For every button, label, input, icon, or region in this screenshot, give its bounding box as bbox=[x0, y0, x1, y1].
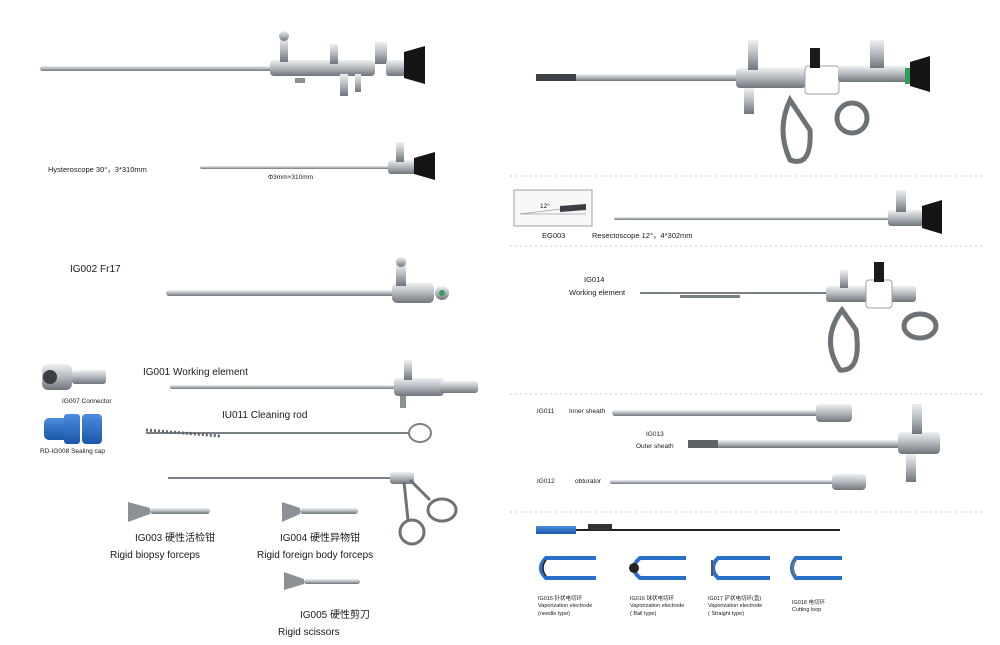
ig017-caption: IG017 铲状电切环(直) Vaporization electrode ( … bbox=[708, 596, 762, 618]
ig002-label: IG002 Fr17 bbox=[70, 264, 121, 275]
hysteroscope-dimension: Φ3mm×310mm bbox=[268, 174, 314, 181]
ig015-line3: (needle type) bbox=[538, 610, 571, 617]
ig001-label: IG001 Working element bbox=[143, 367, 248, 378]
ig011-code: IG011 bbox=[537, 408, 555, 415]
ig013-label: Outer sheath bbox=[636, 443, 674, 450]
ig008-sealing-cap-image bbox=[44, 414, 102, 444]
electrode-shaft-image bbox=[536, 524, 840, 534]
ig003-biopsy-forceps-image bbox=[128, 502, 210, 522]
ig005-code: IG005 硬性剪刀 bbox=[300, 610, 371, 621]
ig015-electrode-image bbox=[539, 556, 596, 580]
ig017-electrode-image bbox=[711, 556, 770, 580]
ig016-electrode-image bbox=[629, 556, 686, 580]
ig014-code: IG014 bbox=[584, 275, 605, 284]
ig012-code: IG012 bbox=[537, 478, 555, 485]
ig016-line2: Vaporization electrode bbox=[630, 603, 685, 610]
eg003-resectoscope-image bbox=[614, 190, 942, 234]
ig016-caption: IG016 球状电切环 Vaporization electrode ( Bal… bbox=[630, 596, 684, 618]
ig017-line1: IG017 铲状电切环(直) bbox=[708, 596, 762, 602]
forceps-handle-image bbox=[168, 472, 458, 546]
eg003-tip-inset bbox=[513, 189, 593, 227]
ig015-line2: Vaporization electrode bbox=[538, 603, 593, 610]
ig003-name: Rigid biopsy forceps bbox=[110, 550, 201, 561]
eg003-angle: 12° bbox=[540, 203, 550, 210]
ig018-electrode-image bbox=[790, 556, 842, 580]
ig014-label: Working element bbox=[569, 288, 626, 297]
ig005-name: Rigid scissors bbox=[278, 627, 340, 638]
ig008-label: RD-IG008 Sealing cap bbox=[40, 448, 106, 455]
ig012-obturator-image bbox=[610, 474, 866, 490]
iu011-cleaning-rod-image bbox=[145, 423, 432, 443]
ig011-inner-sheath-image bbox=[612, 404, 852, 422]
hysteroscope-sheath-image bbox=[40, 31, 425, 96]
hysteroscope-label: Hysteroscope 30°，3*310mm bbox=[48, 165, 147, 174]
ig015-caption: IG015 针状电切环 Vaporization electrode (need… bbox=[538, 596, 592, 618]
ig013-code: IG013 bbox=[646, 431, 664, 438]
resectoscope-assembly-image bbox=[536, 40, 930, 164]
ig018-line1: IG018 电切环 bbox=[792, 600, 826, 606]
ig003-code: IG003 硬性活检钳 bbox=[135, 533, 216, 544]
ig016-line3: ( Ball type) bbox=[630, 610, 657, 617]
ig017-line3: ( Straight type) bbox=[708, 610, 745, 617]
ig014-working-element-image bbox=[640, 262, 939, 373]
ig007-connector-image bbox=[42, 364, 106, 390]
eg003-label: Resectoscope 12°，4*302mm bbox=[592, 231, 693, 240]
iu011-label: IU011 Cleaning rod bbox=[222, 410, 308, 421]
ig015-line1: IG015 针状电切环 bbox=[538, 596, 583, 602]
ig011-label: Inner sheath bbox=[569, 408, 606, 415]
ig018-caption: IG018 电切环 Cutting loop bbox=[792, 600, 825, 615]
ig012-label: obturator bbox=[575, 478, 602, 485]
ig004-foreign-body-forceps-image bbox=[282, 502, 358, 522]
ig013-outer-sheath-image bbox=[688, 404, 940, 482]
ig016-line1: IG016 球状电切环 bbox=[630, 596, 675, 602]
ig017-line2: Vaporization electrode bbox=[708, 603, 763, 610]
ig018-line2: Cutting loop bbox=[792, 607, 822, 614]
hysteroscope-30-image bbox=[200, 142, 435, 180]
ig007-label: IG007 Connector bbox=[62, 398, 112, 405]
ig004-code: IG004 硬性异物钳 bbox=[280, 533, 361, 544]
ig004-name: Rigid foreign body forceps bbox=[257, 550, 374, 561]
ig005-scissors-image bbox=[284, 572, 360, 590]
ig002-sheath-image bbox=[166, 257, 449, 303]
ig001-working-element-image bbox=[170, 360, 478, 408]
eg003-code: EG003 bbox=[542, 231, 566, 240]
